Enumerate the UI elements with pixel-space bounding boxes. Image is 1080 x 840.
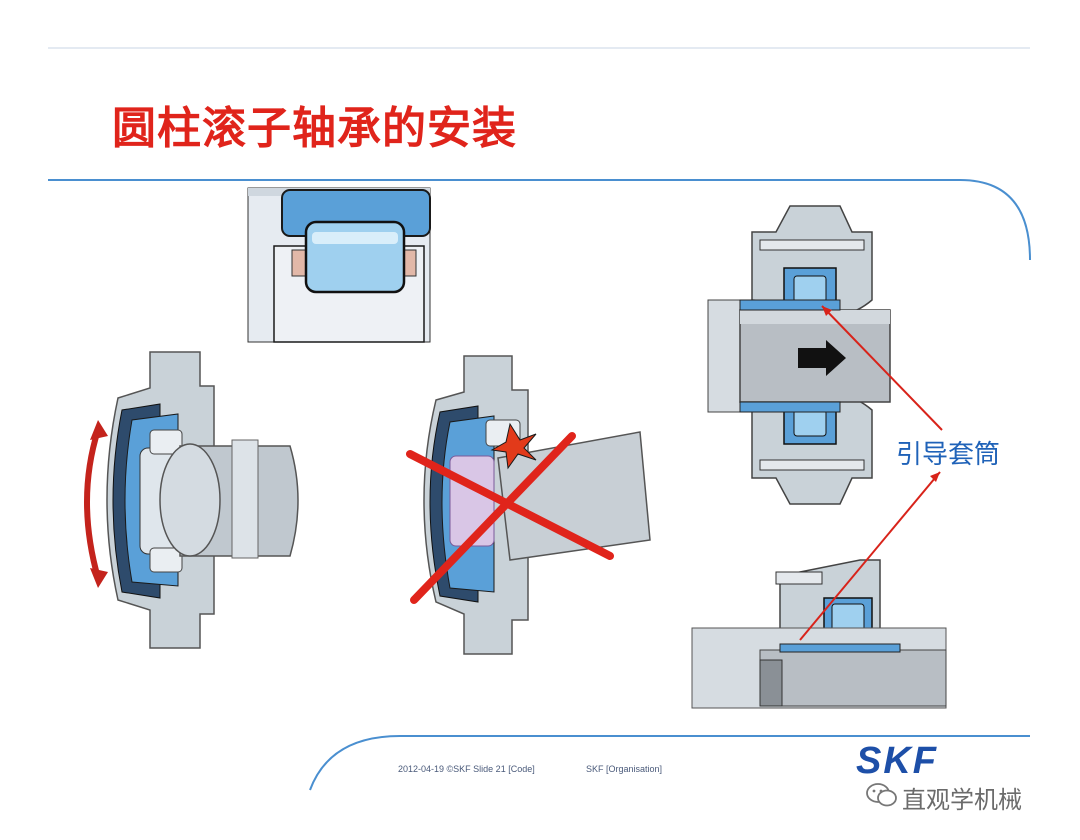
correct-mounting-illustration: [84, 351, 299, 649]
slide-title: 圆柱滚子轴承的安装: [112, 103, 517, 154]
footer-curve: [309, 735, 1030, 791]
guide-sleeve-label: 引导套筒: [896, 440, 1001, 470]
incorrect-mounting-illustration: [406, 355, 651, 655]
watermark-text: 直观学机械: [902, 786, 1022, 814]
header-curve: [48, 179, 1031, 261]
callout-arrow-top: [821, 305, 943, 431]
wechat-icon: [866, 783, 897, 807]
shaft-section-illustration: [691, 559, 947, 709]
footer-date-slide: 2012-04-19 ©SKF Slide 21 [Code]: [398, 764, 535, 774]
footer-organisation: SKF [Organisation]: [586, 764, 663, 774]
roller-detail-illustration: [247, 187, 431, 343]
callout-arrow-bottom: [799, 471, 941, 641]
skf-logo: SKF: [856, 740, 938, 782]
housing-section-illustration: [707, 205, 891, 505]
